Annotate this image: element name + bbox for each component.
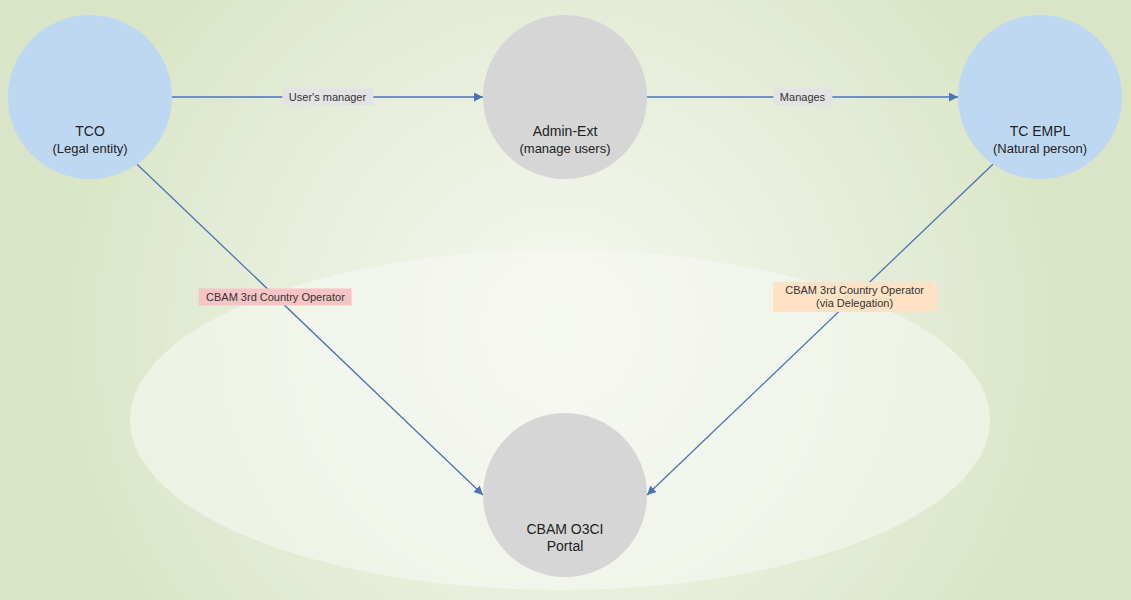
connector-arrow: [137, 164, 483, 495]
background-pile: [130, 250, 990, 590]
circle-node: TCO(Legal entity): [8, 15, 172, 179]
node-title: TC EMPL: [1010, 123, 1071, 140]
node-subtitle: (manage users): [519, 140, 610, 157]
circle-node: Admin-Ext(manage users): [483, 15, 647, 179]
connector-label: CBAM 3rd Country Operator (via Delegatio…: [773, 282, 937, 312]
connector-label: CBAM 3rd Country Operator: [199, 288, 352, 305]
node-subtitle: (Legal entity): [52, 140, 127, 157]
node-title: TCO: [75, 123, 105, 140]
connector-arrow: [647, 164, 993, 495]
node-title: CBAM O3CI Portal: [519, 521, 611, 555]
connector-label: User's manager: [282, 89, 373, 106]
node-title: Admin-Ext: [533, 123, 598, 140]
connector-label: Manages: [773, 89, 832, 106]
circle-node: CBAM O3CI Portal: [483, 413, 647, 577]
circle-node: TC EMPL(Natural person): [958, 15, 1122, 179]
node-subtitle: (Natural person): [993, 140, 1087, 157]
